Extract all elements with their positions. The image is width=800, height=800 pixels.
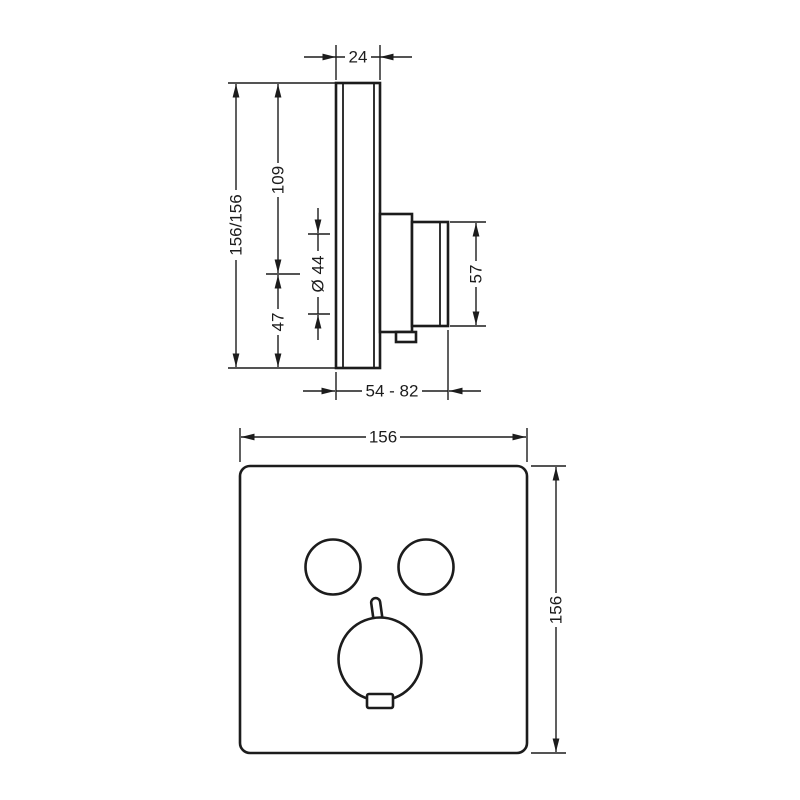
dim-depth-range-label: 54 - 82 (366, 382, 419, 401)
dim-width-label: 156 (369, 428, 397, 447)
dim-thickness: 24 (304, 45, 412, 80)
dim-depth-range: 54 - 82 (303, 330, 481, 401)
trim-plate-front (238, 464, 529, 755)
dim-width: 156 (239, 428, 528, 462)
side-view: 24 156/156 109 47 (227, 45, 486, 401)
front-view: 156 156 (238, 428, 566, 755)
label-background (269, 163, 287, 197)
label-background (362, 382, 422, 400)
dim-upper: 109 (269, 84, 288, 273)
knob-ring (337, 616, 423, 702)
select-button-left (304, 538, 362, 596)
label-background (467, 261, 485, 287)
valve-flange (378, 212, 414, 334)
thermostat-knob (337, 596, 423, 710)
dim-total-height-label: 156/156 (227, 194, 246, 255)
dim-valve-height-label: 57 (467, 265, 486, 284)
dim-diameter-label: Ø 44 (309, 256, 328, 293)
dim-lower-label: 47 (269, 313, 288, 332)
label-background (269, 309, 287, 335)
valve-body (410, 220, 450, 328)
label-background (345, 48, 371, 66)
label-background (366, 428, 400, 446)
label-background (547, 593, 565, 627)
dim-diameter: Ø 44 (308, 208, 330, 340)
select-button-right (397, 538, 455, 596)
dim-valve-height: 57 (450, 221, 486, 327)
dim-height-label: 156 (547, 596, 566, 624)
dim-thickness-label: 24 (349, 48, 368, 67)
dim-lower: 47 (266, 273, 300, 367)
knob-bottom-tab (365, 692, 395, 710)
dim-height: 156 (531, 465, 566, 754)
dim-upper-label: 109 (269, 166, 288, 194)
dim-total-height: 156/156 (227, 82, 336, 369)
label-background (227, 190, 245, 260)
label-background (309, 251, 327, 297)
valve-bottom-tab (394, 330, 418, 344)
